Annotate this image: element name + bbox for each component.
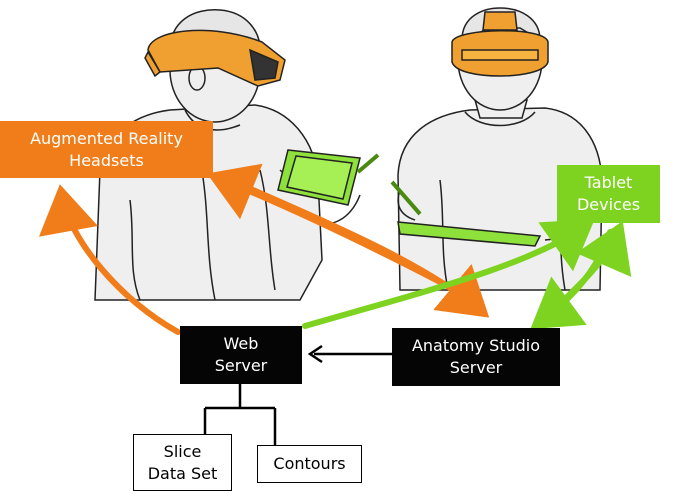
slice-data-set-node: Slice Data Set [133,434,232,491]
tablets-anatomy-arrow [530,229,613,330]
ar-headsets-label: Augmented Reality Headsets [0,121,213,178]
right-tablet-icon [390,180,542,247]
left-ar-headset-icon [144,29,286,87]
green-connectors [302,219,632,330]
web-to-children-tree [203,384,277,445]
orange-connectors [38,163,490,335]
web-to-headsets-arrow [38,184,181,335]
web-server-node: Web Server [180,326,302,384]
web-to-tablets-arrow [302,219,595,329]
anatomy-studio-server-node: Anatomy Studio Server [392,328,560,386]
left-tablet-icon [277,149,380,206]
tablet-devices-label: Tablet Devices [557,165,660,223]
right-ar-headset-icon [451,11,549,77]
contours-node: Contours [257,445,362,483]
black-connectors [203,344,392,445]
anatomy-headsets-arrowhead [206,163,443,285]
